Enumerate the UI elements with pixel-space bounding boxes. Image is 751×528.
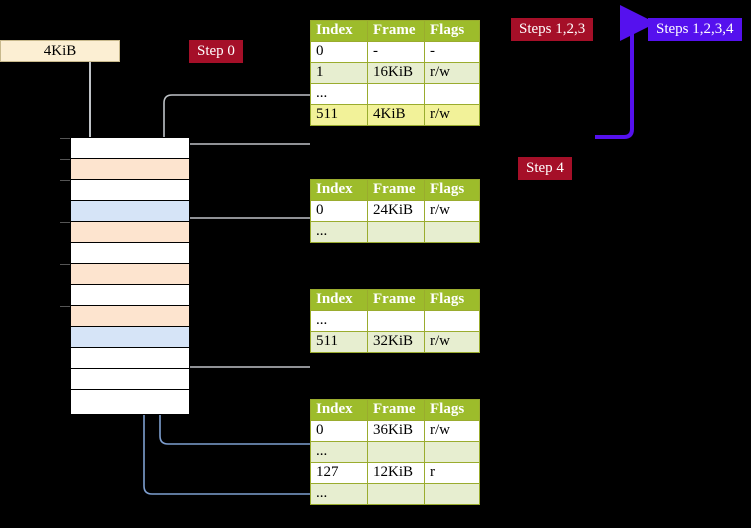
cell-flags — [424, 441, 480, 463]
memory-frame-row — [71, 138, 189, 159]
column-header-frame: Frame — [367, 399, 425, 421]
column-header-flags: Flags — [424, 399, 480, 421]
memory-frame-row — [71, 285, 189, 306]
cell-frame: 4KiB — [367, 104, 425, 126]
cell-frame: - — [367, 41, 425, 63]
memory-tick — [60, 306, 71, 307]
badge-step-4: Step 4 — [518, 157, 572, 180]
memory-frame-row — [71, 243, 189, 264]
table-row: ... — [310, 221, 480, 243]
badge-step-0: Step 0 — [189, 40, 243, 63]
connector-l2-row511 — [168, 301, 310, 368]
memory-frame-row — [71, 390, 189, 411]
memory-tick — [60, 264, 71, 265]
column-header-frame: Frame — [367, 179, 425, 201]
memory-tick — [60, 222, 71, 223]
cell-index: 1 — [310, 62, 368, 84]
cell-index: ... — [310, 221, 368, 243]
table-row: 127 12KiB r — [310, 462, 480, 484]
cell-index: 127 — [310, 462, 368, 484]
physical-memory-block — [70, 137, 190, 415]
cell-frame: 12KiB — [367, 462, 425, 484]
cell-flags: r/w — [424, 104, 480, 126]
column-header-flags: Flags — [424, 289, 480, 311]
table-row: 1 16KiB r/w — [310, 62, 480, 84]
table-row: ... — [310, 83, 480, 105]
cell-frame — [367, 221, 425, 243]
table-row: ... — [310, 441, 480, 463]
column-header-index: Index — [310, 20, 368, 42]
memory-frame-row — [71, 222, 189, 243]
connector-l3-row0 — [177, 217, 310, 268]
memory-size-box: 4KiB — [0, 40, 120, 62]
column-header-index: Index — [310, 399, 368, 421]
table-row: ... — [310, 483, 480, 505]
memory-frame-row — [71, 180, 189, 201]
cell-flags: r/w — [424, 62, 480, 84]
cell-flags — [424, 483, 480, 505]
memory-frame-row — [71, 348, 189, 369]
connector-l4-row511 — [175, 143, 310, 157]
table-row: 0 24KiB r/w — [310, 200, 480, 222]
cell-flags: r/w — [424, 420, 480, 442]
badge-steps-123: Steps 1,2,3 — [511, 18, 594, 41]
memory-frame-row — [71, 306, 189, 327]
cell-frame — [367, 310, 425, 332]
table-header-row: Index Frame Flags — [310, 20, 480, 42]
table-row: 0 36KiB r/w — [310, 420, 480, 442]
table-row: ... — [310, 310, 480, 332]
page-table-level3: Index Frame Flags 0 24KiB r/w ... — [310, 179, 480, 243]
cell-index: 0 — [310, 420, 368, 442]
column-header-flags: Flags — [424, 20, 480, 42]
cell-flags — [424, 221, 480, 243]
cell-index: ... — [310, 483, 368, 505]
cell-index: 511 — [310, 104, 368, 126]
cell-frame: 32KiB — [367, 331, 425, 353]
cell-frame: 36KiB — [367, 420, 425, 442]
cell-flags: - — [424, 41, 480, 63]
cell-frame: 24KiB — [367, 200, 425, 222]
column-header-index: Index — [310, 289, 368, 311]
table-row: 511 32KiB r/w — [310, 331, 480, 353]
table-header-row: Index Frame Flags — [310, 399, 480, 421]
page-table-level4: Index Frame Flags 0 - - 1 16KiB r/w ... — [310, 20, 480, 126]
page-table-level2: Index Frame Flags ... 511 32KiB r/w — [310, 289, 480, 353]
arrow-steps-1234 — [595, 5, 656, 139]
table-header-row: Index Frame Flags — [310, 289, 480, 311]
cell-frame — [367, 483, 425, 505]
memory-tick — [60, 180, 71, 181]
cell-index: ... — [310, 441, 368, 463]
memory-frame-row — [71, 369, 189, 390]
cell-flags — [424, 83, 480, 105]
cell-flags — [424, 310, 480, 332]
badge-steps-1234: Steps 1,2,3,4 — [648, 18, 742, 41]
memory-tick — [60, 138, 71, 139]
cell-index: 0 — [310, 200, 368, 222]
memory-frame-row — [71, 159, 189, 180]
cell-flags: r/w — [424, 331, 480, 353]
column-header-frame: Frame — [367, 20, 425, 42]
cell-index: 0 — [310, 41, 368, 63]
memory-frame-row — [71, 327, 189, 348]
column-header-index: Index — [310, 179, 368, 201]
cell-flags: r — [424, 462, 480, 484]
cell-frame — [367, 83, 425, 105]
cell-frame — [367, 441, 425, 463]
page-table-level1: Index Frame Flags 0 36KiB r/w ... 127 12… — [310, 399, 480, 505]
table-row: 0 - - — [310, 41, 480, 63]
cell-index: ... — [310, 83, 368, 105]
column-header-frame: Frame — [367, 289, 425, 311]
memory-tick — [60, 159, 71, 160]
cell-index: 511 — [310, 331, 368, 353]
column-header-flags: Flags — [424, 179, 480, 201]
cell-flags: r/w — [424, 200, 480, 222]
cell-index: ... — [310, 310, 368, 332]
table-row-highlighted: 511 4KiB r/w — [310, 104, 480, 126]
cell-frame: 16KiB — [367, 62, 425, 84]
table-header-row: Index Frame Flags — [310, 179, 480, 201]
memory-frame-row — [71, 201, 189, 222]
memory-frame-row — [71, 264, 189, 285]
memory-size-label: 4KiB — [43, 42, 77, 59]
